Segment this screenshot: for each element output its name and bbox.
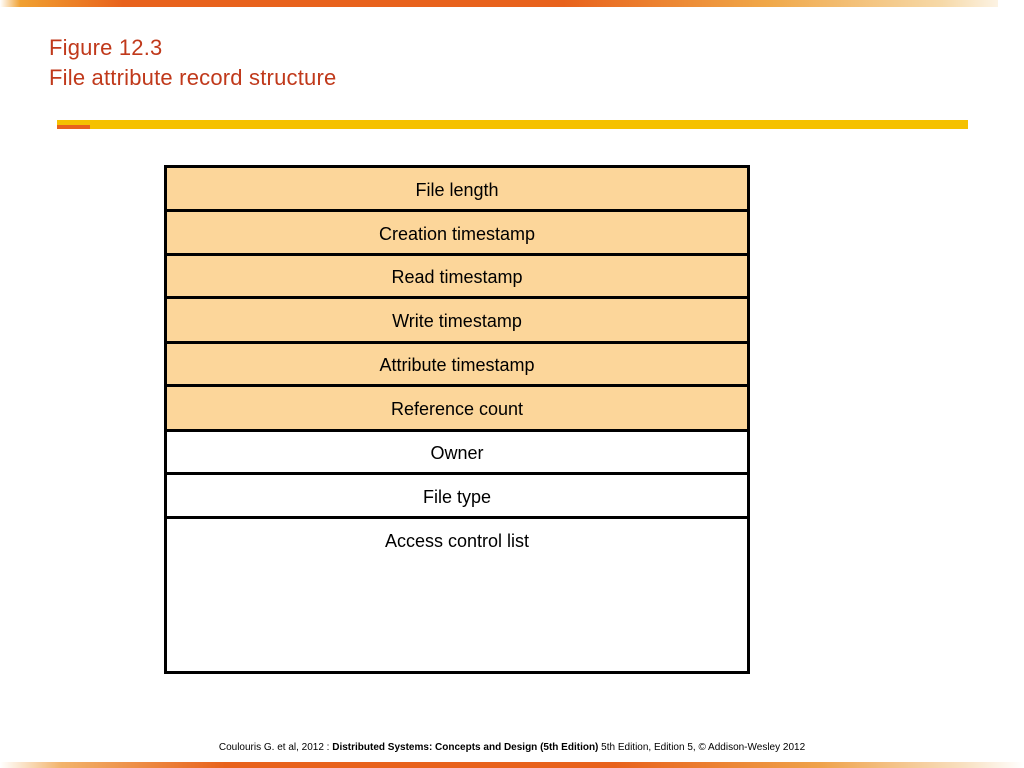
top-decorative-bar: [0, 0, 1024, 7]
record-field-creation-timestamp: Creation timestamp: [167, 212, 747, 256]
bottom-decorative-bar: [0, 762, 1024, 768]
record-field-read-timestamp: Read timestamp: [167, 256, 747, 299]
file-attribute-record-diagram: File length Creation timestamp Read time…: [164, 165, 750, 674]
footer-book-title: Distributed Systems: Concepts and Design…: [332, 742, 599, 753]
title-divider-accent: [57, 125, 90, 129]
record-field-file-length: File length: [167, 168, 747, 212]
page-title: Figure 12.3 File attribute record struct…: [49, 33, 849, 93]
record-field-access-control-list: Access control list: [167, 519, 747, 671]
footer-citation: Coulouris G. et al, 2012 : Distributed S…: [0, 742, 1024, 753]
record-field-write-timestamp: Write timestamp: [167, 299, 747, 344]
record-field-owner: Owner: [167, 432, 747, 475]
figure-title: File attribute record structure: [49, 65, 337, 90]
footer-prefix: Coulouris G. et al, 2012 :: [218, 742, 333, 753]
record-field-file-type: File type: [167, 475, 747, 519]
top-bar-cap: [998, 0, 1024, 8]
record-field-attribute-timestamp: Attribute timestamp: [167, 344, 747, 387]
footer-suffix: 5th Edition, Edition 5, © Addison-Wesley…: [598, 742, 806, 753]
title-divider: [57, 120, 968, 129]
figure-number: Figure 12.3: [49, 35, 163, 60]
record-field-reference-count: Reference count: [167, 387, 747, 432]
